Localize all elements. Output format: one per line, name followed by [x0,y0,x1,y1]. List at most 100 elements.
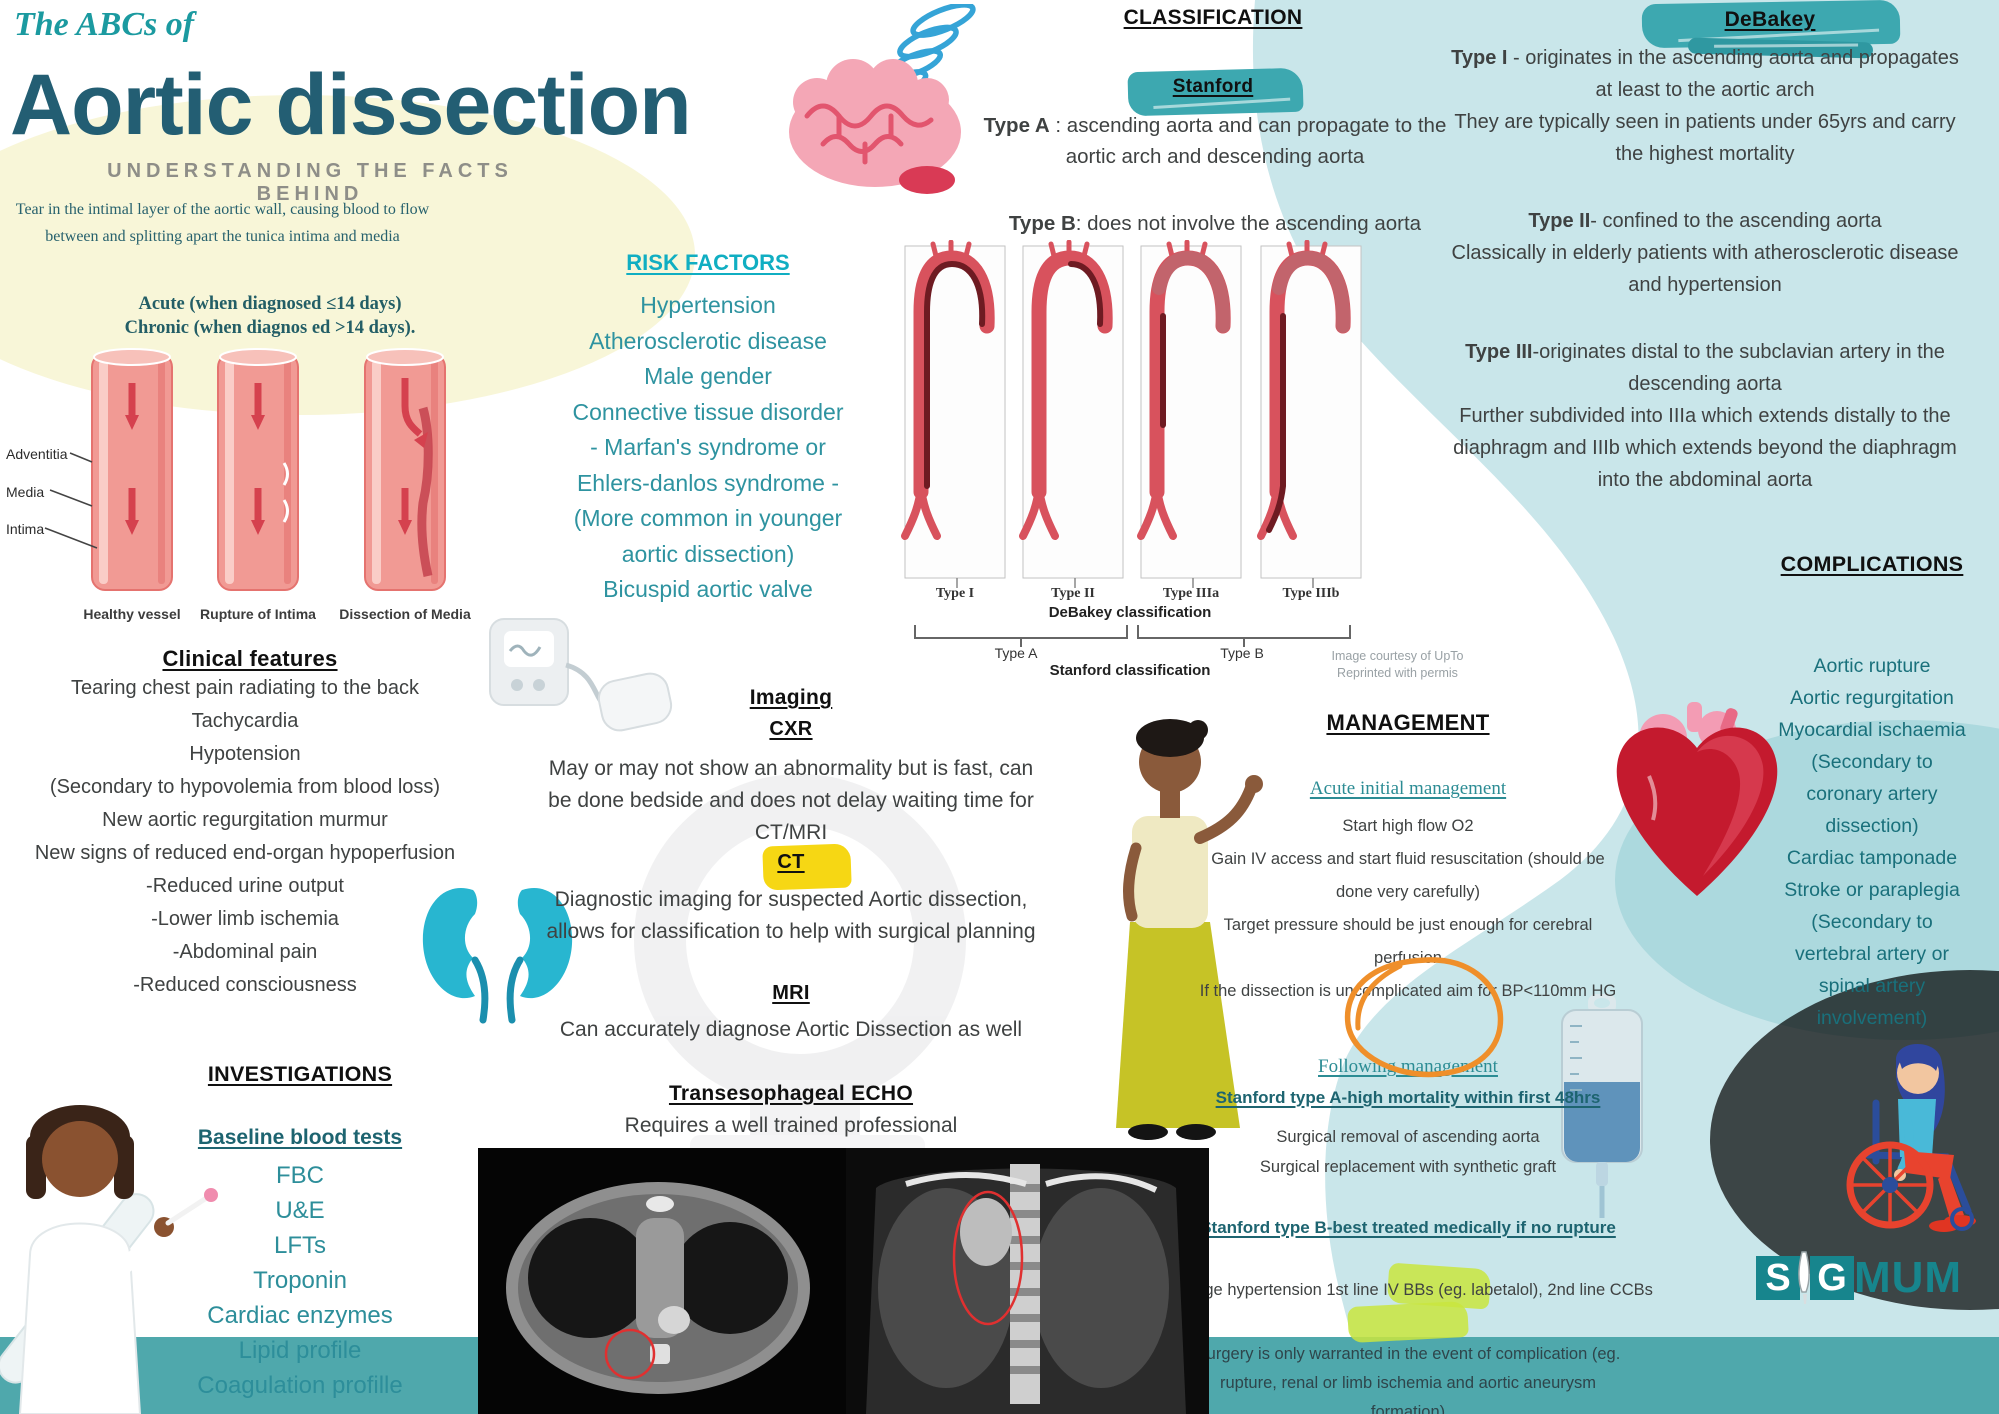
vessel-caption-dissection: Dissection of Media [339,606,471,622]
aorta-type2-label: Type II [1051,586,1095,601]
aorta-type3b-label: Type IIIb [1282,586,1340,601]
logo-letter-s: S [1756,1256,1800,1300]
chronic-definition: Chronic (when diagnos ed >14 days). [124,318,416,338]
page-title: Aortic dissection [10,57,692,153]
list-item: U&E [275,1197,325,1224]
mri-text: Can accurately diagnose Aortic Dissectio… [559,1018,1023,1041]
vessel-caption-rupture: Rupture of Intima [200,606,316,622]
baseline-blood-tests-heading: Baseline blood tests [197,1126,403,1149]
type-b-label: Type B [1008,212,1076,235]
list-item: (Secondary to [1811,911,1933,933]
type-1-text: - originates in the ascending aorta and … [1507,47,1959,101]
stanford-caption: Stanford classification [1049,662,1211,679]
list-item: Male gender [644,363,772,389]
clinical-features-heading: Clinical features [162,646,338,671]
type-3-note: Further subdivided into IIIa which exten… [1453,405,1957,491]
mri-heading: MRI [772,982,810,1004]
list-item: -Reduced urine output [146,875,344,897]
type-1-label: Type I [1451,47,1508,69]
layer-label-intima: Intima [6,521,45,537]
list-item: Tearing chest pain radiating to the back [71,677,419,699]
complications-list: Aortic rupture Aortic regurgitation Myoc… [1722,650,1999,1034]
cxr-text: May or may not show an abnormality but i… [548,757,1034,844]
list-item: Aortic regurgitation [1790,687,1954,709]
list-item: -Lower limb ischemia [151,908,339,930]
following-management-heading: Following management [1318,1056,1498,1077]
credit-line: Reprinted with permis [1337,666,1458,680]
kicker: The ABCs of [14,6,195,43]
surgery-note: Surgery is only warranted in the event o… [1195,1345,1621,1414]
classification-heading: CLASSIFICATION [1123,6,1303,29]
list-item: coronary artery [1806,783,1938,805]
debakey-type-1: Type I - originates in the ascending aor… [1445,42,1965,170]
echo-text: Requires a well trained professional [624,1114,958,1137]
list-item: Tachycardia [191,710,299,732]
debakey-type-3: Type III-originates distal to the subcla… [1435,336,1975,496]
list-item: (More common in younger [573,505,843,531]
risk-factors-heading: RISK FACTORS [626,250,790,275]
list-item: aortic dissection) [621,540,795,567]
green-highlight-ccbs [1347,1300,1469,1344]
image-credit: Image courtesy of UpTo Reprinted with pe… [1315,648,1480,682]
layer-label-adventitia: Adventitia [6,446,68,462]
scalpel-icon [1798,1251,1810,1304]
list-item: (Secondary to hypovolemia from blood los… [49,776,441,798]
logo-letter-g: G [1810,1256,1854,1300]
debakey-caption: DeBakey classification [1048,604,1212,621]
blood-pressure-monitor-icon [482,615,677,745]
aorta-classification-figure [895,240,1455,665]
stanford-b-text: Manage hypertension 1st line IV BBs (eg.… [1163,1281,1653,1299]
ct-heading: CT [777,851,805,873]
ct-scan-images [478,1148,1209,1414]
type-2-label: Type II [1528,210,1591,232]
vessel-diagram [0,348,470,603]
echo-heading: Transesophageal ECHO [668,1082,914,1105]
list-item: vertebral artery or [1795,943,1949,965]
aorta-type1-label: Type I [935,586,975,601]
stanford-a-list: Surgical removal of ascending aorta Surg… [1158,1122,1658,1182]
debakey-heading: DeBakey [1724,8,1816,31]
type-a-label: Type A [983,114,1050,137]
list-item: Hypertension [640,292,776,318]
type-b-text: : does not involve the ascending aorta [1075,212,1422,235]
risk-factors-list: Hypertension Atherosclerotic disease Mal… [508,288,908,608]
logo-letters-mum: MUM [1854,1253,1963,1302]
complications-heading: COMPLICATIONS [1780,552,1964,576]
investigations-heading: INVESTIGATIONS [207,1062,393,1086]
type-1-note: They are typically seen in patients unde… [1454,111,1956,165]
list-item: -Reduced consciousness [133,974,357,996]
list-item: Myocardial ischaemia [1778,719,1966,741]
list-item: Cardiac tamponade [1786,847,1958,869]
investigations-list: FBC U&E LFTs Troponin Cardiac enzymes Li… [90,1158,510,1403]
acute-definition: Acute (when diagnosed ≤14 days) [138,294,402,314]
stanford-a-heading: Stanford type A-high mortality within fi… [1215,1088,1601,1107]
bracket-type-b-label: Type B [1220,645,1264,661]
imaging-heading: Imaging [749,686,833,709]
list-item: Start high flow O2 [1342,817,1474,835]
stanford-type-b: Type B: does not involve the ascending a… [965,208,1465,239]
coronal-ct-scan [846,1148,1209,1414]
type-a-text: : ascending aorta and can propagate to t… [1049,114,1447,168]
list-item: Cardiac enzymes [207,1302,393,1329]
list-item: Surgical replacement with synthetic graf… [1259,1158,1557,1176]
stanford-b-heading: Stanford type B-best treated medically i… [1200,1218,1616,1237]
debakey-type-2: Type II- confined to the ascending aorta… [1445,205,1965,301]
list-item: Atherosclerotic disease [589,327,827,354]
credit-line: Image courtesy of UpTo [1331,649,1464,663]
heart-icon [1605,700,1790,915]
ct-text: Diagnostic imaging for suspected Aortic … [546,888,1036,943]
doctor-illustration [0,1095,275,1414]
list-item: - Marfan's syndrome or [590,434,826,460]
acute-management-list: Start high flow O2 Gain IV access and st… [1198,810,1618,1008]
subtitle: UNDERSTANDING THE FACTS BEHIND [107,160,513,205]
cxr-heading: CXR [769,718,813,740]
list-item: involvement) [1816,1007,1928,1029]
list-item: Surgical removal of ascending aorta [1276,1128,1540,1146]
type-2-note: Classically in elderly patients with ath… [1451,242,1959,296]
bracket-type-a-label: Type A [994,645,1038,661]
layer-label-media: Media [6,484,45,500]
list-item: New aortic regurgitation murmur [102,809,388,831]
type-3-label: Type III [1465,341,1533,363]
